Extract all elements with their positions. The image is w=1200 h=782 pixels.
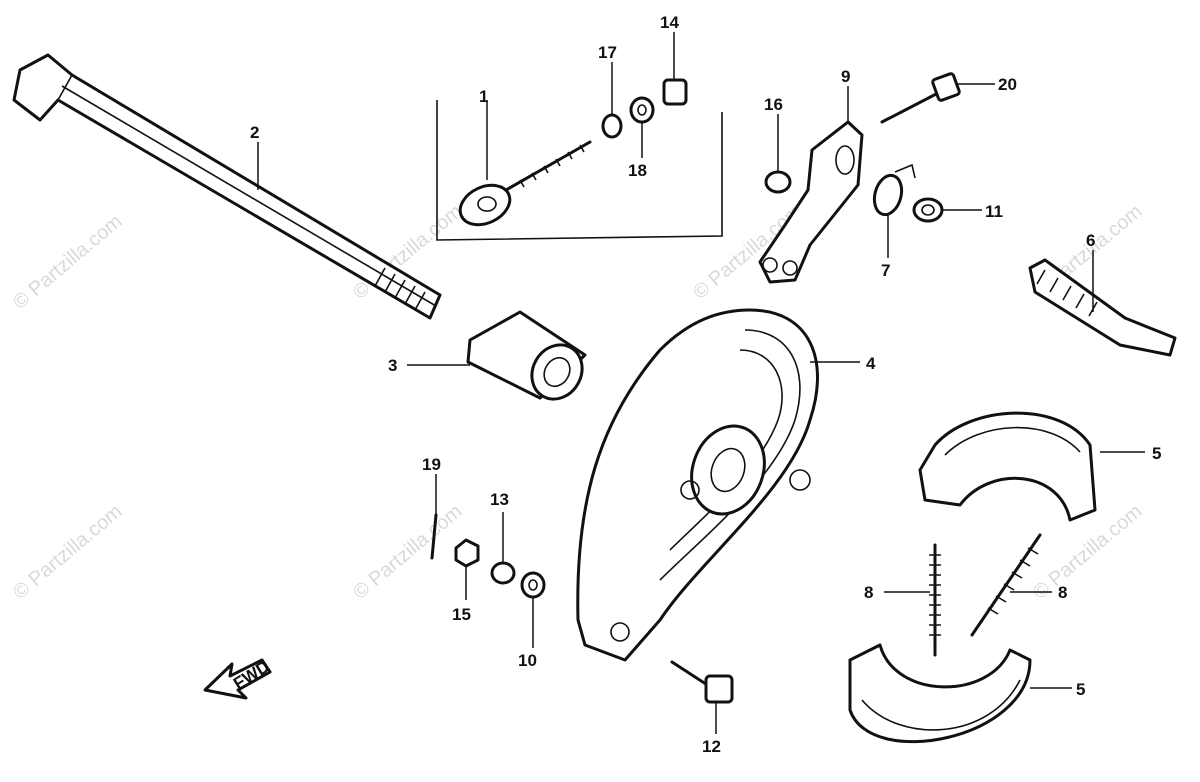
pin-part-19[interactable]	[430, 513, 438, 560]
callout-3: 3	[388, 356, 397, 375]
callout-17: 17	[598, 43, 617, 62]
washer-part-13[interactable]	[490, 561, 516, 585]
leader-lines	[257, 32, 1145, 734]
shoe-spring-part-b[interactable]	[970, 533, 1042, 637]
axle-part[interactable]	[12, 53, 442, 320]
bolt-part-20[interactable]	[880, 72, 961, 124]
watermark-text: © Partzilla.com	[349, 500, 466, 603]
nut-part-15[interactable]	[454, 538, 480, 568]
brake-arm-part[interactable]	[758, 120, 864, 284]
callout-15: 15	[452, 605, 471, 624]
brake-panel-part[interactable]	[576, 308, 819, 662]
shoe-spring-part-a[interactable]	[929, 543, 941, 657]
brake-cam-part[interactable]	[1028, 258, 1177, 357]
callout-10: 10	[518, 651, 537, 670]
nut-part-16[interactable]	[764, 170, 792, 194]
callout-13: 13	[490, 490, 509, 509]
callout-7: 7	[881, 261, 890, 280]
callout-8-left: 8	[864, 583, 873, 602]
watermark-text: © Partzilla.com	[1029, 500, 1146, 603]
callout-11: 11	[985, 202, 1003, 221]
indicator-plate-part-7[interactable]	[870, 163, 916, 218]
fwd-label: FWD	[230, 657, 273, 694]
callout-9: 9	[841, 67, 850, 86]
callout-16: 16	[764, 95, 783, 114]
callout-2: 2	[250, 123, 259, 142]
chain-adjuster-part[interactable]	[436, 100, 723, 241]
watermark-text: © Partzilla.com	[9, 210, 126, 313]
callout-1: 1	[479, 87, 488, 106]
brake-shoe-part-lower[interactable]	[848, 643, 1032, 744]
callout-6: 6	[1086, 231, 1095, 250]
callout-8-right: 8	[1058, 583, 1067, 602]
watermark-text: © Partzilla.com	[9, 500, 126, 603]
callout-12: 12	[702, 737, 721, 756]
fwd-arrow: FWD	[203, 657, 273, 700]
callout-5-lower: 5	[1076, 680, 1085, 699]
callout-14: 14	[660, 13, 679, 32]
seal-part-11[interactable]	[912, 197, 944, 223]
callout-19: 19	[422, 455, 441, 474]
nut-part-18[interactable]	[629, 96, 655, 124]
callouts: 1 2 3 4 5 5 6 7 8 8 9 10 11 12 13 14 15 …	[250, 13, 1161, 756]
brake-shoe-part-upper[interactable]	[918, 411, 1097, 522]
bolt-part-12[interactable]	[670, 660, 734, 704]
nut-part-14[interactable]	[662, 78, 688, 106]
callout-20: 20	[998, 75, 1017, 94]
watermarks: © Partzilla.com © Partzilla.com © Partzi…	[9, 200, 1146, 603]
spacer-collar-part[interactable]	[466, 310, 592, 408]
callout-5-upper: 5	[1152, 444, 1161, 463]
arrow-left-icon	[203, 658, 272, 700]
washer-part-17[interactable]	[601, 113, 623, 139]
callout-4: 4	[866, 354, 876, 373]
nut-part-10[interactable]	[520, 571, 546, 599]
callout-18: 18	[628, 161, 647, 180]
